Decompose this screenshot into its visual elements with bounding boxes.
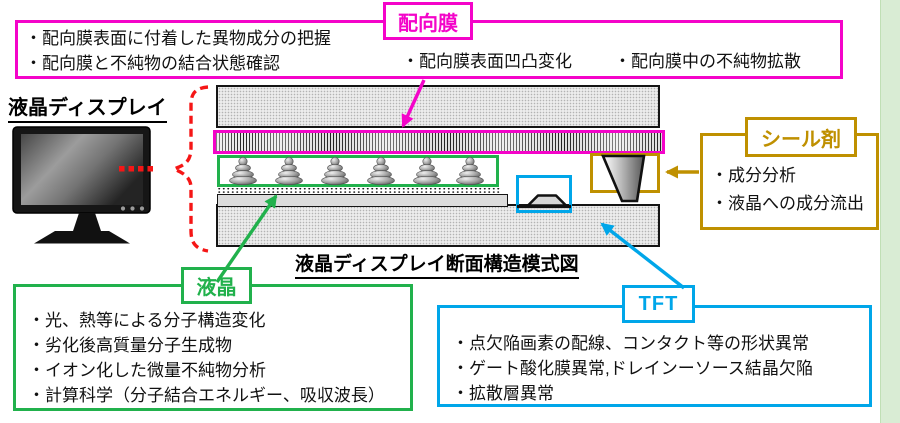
top-glass-substrate xyxy=(216,85,660,128)
alignment-film-bullet: ・配向膜表面凹凸変化 xyxy=(402,52,572,71)
monitor-illustration xyxy=(12,126,151,244)
lcd-display-heading: 液晶ディスプレイ xyxy=(8,91,167,123)
tft-bullet: ・点欠陥画素の配線、コンタクト等の形状異常 xyxy=(452,334,809,353)
liquid-crystal-bullet: ・計算科学（分子結合エネルギー、吸収波長） xyxy=(28,386,385,405)
alignment-film-bullet: ・配向膜表面に付着した異物成分の把握 xyxy=(25,29,331,48)
sealant-bullet: ・液晶への成分流出 xyxy=(711,194,864,213)
alignment-film-title: 配向膜 xyxy=(383,2,473,40)
red-dotted-pointer xyxy=(119,166,153,172)
liquid-crystal-title: 液晶 xyxy=(181,267,252,304)
tft-highlight-frame xyxy=(516,175,572,213)
liquid-crystal-layer-frame xyxy=(217,155,499,187)
bottom-glass-substrate xyxy=(216,204,660,247)
page-edge-strip xyxy=(880,0,900,423)
tft-bullet: ・拡散層異常 xyxy=(452,384,554,403)
monitor-button xyxy=(120,206,126,211)
sealant-highlight-frame xyxy=(590,153,660,193)
monitor-button xyxy=(139,206,145,211)
tft-title: TFT xyxy=(622,285,695,323)
sealant-title: シール剤 xyxy=(745,117,857,157)
liquid-crystal-bullet: ・光、熱等による分子構造変化 xyxy=(28,311,266,330)
monitor-screen xyxy=(21,134,143,205)
alignment-film-bullet: ・配向膜中の不純物拡散 xyxy=(614,52,801,71)
alignment-film-layer xyxy=(213,130,665,154)
monitor-stand-neck xyxy=(73,213,101,231)
red-dashed-brace xyxy=(169,85,209,253)
monitor-stand-base xyxy=(34,231,130,244)
monitor-button xyxy=(130,206,135,211)
electrode-layer xyxy=(217,194,508,207)
liquid-crystal-bullet: ・イオン化した微量不純物分析 xyxy=(28,361,266,380)
alignment-film-bullet: ・配向膜と不純物の結合状態確認 xyxy=(25,54,280,73)
cross-section-caption: 液晶ディスプレイ断面構造模式図 xyxy=(295,249,579,279)
tft-bullet: ・ゲート酸化膜異常,ドレインーソース結晶欠陥 xyxy=(452,359,813,378)
bottom-alignment-film-layer xyxy=(217,187,501,194)
liquid-crystal-bullet: ・劣化後高質量分子生成物 xyxy=(28,336,232,355)
sealant-bullet: ・成分分析 xyxy=(711,166,796,185)
